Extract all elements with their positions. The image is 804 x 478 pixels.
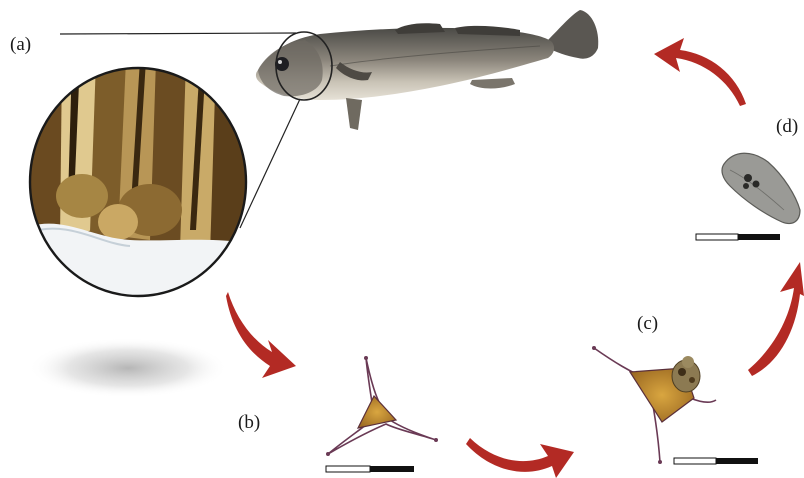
scale-bar-icon: [326, 466, 414, 472]
zoom-line-bottom: [240, 99, 300, 228]
panel-label-a: (a): [10, 34, 31, 56]
parasite-cluster-icon: [592, 346, 716, 464]
panel-label-c: (c): [637, 313, 658, 335]
shadow-blur: [28, 338, 228, 398]
zoom-line-top: [60, 33, 296, 34]
parasite-triangle-icon: [326, 356, 438, 456]
panel-label-d: (d): [776, 116, 798, 138]
fish-image: [256, 10, 598, 130]
curved-arrow-icon: [226, 38, 804, 478]
scale-bar-icon: [674, 458, 758, 464]
panel-label-b: (b): [238, 412, 260, 434]
ciliate-icon: [722, 153, 800, 223]
gill-magnified-icon: [20, 60, 260, 300]
scale-bar-icon: [696, 234, 780, 240]
